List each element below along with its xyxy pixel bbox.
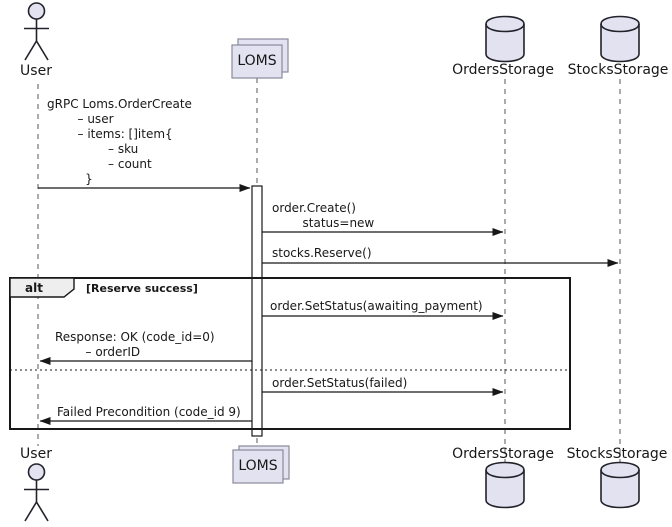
message-failed-precondition: Failed Precondition (code_id 9): [57, 405, 241, 419]
alt-operator-label: alt: [25, 281, 43, 295]
user-label-top: User: [20, 63, 52, 79]
loms-activation-bar: [251, 185, 263, 437]
orders-storage-database-icon: [485, 15, 525, 63]
loms-collections-icon-bottom: [232, 445, 290, 484]
orders-storage-database-icon-bottom: [485, 461, 525, 509]
message-order-create-request: gRPC Loms.OrderCreate – user – items: []…: [47, 97, 192, 186]
alt-condition-label: [Reserve success]: [86, 282, 198, 295]
alt-fragment-frame: [9, 277, 571, 430]
message-order-create-db: order.Create() status=new: [272, 201, 375, 230]
stocks-storage-database-icon-bottom: [600, 461, 640, 509]
message-set-status-awaiting: order.SetStatus(awaiting_payment): [270, 299, 483, 313]
orders-storage-label-top: OrdersStorage: [452, 62, 554, 78]
stocks-storage-database-icon: [600, 15, 640, 63]
message-stocks-reserve: stocks.Reserve(): [272, 246, 372, 260]
orders-storage-label-bottom: OrdersStorage: [452, 446, 554, 462]
user-actor-icon: [24, 2, 49, 61]
message-response-ok: Response: OK (code_id=0) – orderID: [55, 330, 215, 359]
loms-collections-icon: [231, 38, 289, 79]
message-set-status-failed: order.SetStatus(failed): [272, 376, 408, 390]
alt-operator-pentagon: [9, 277, 75, 298]
loms-label-top: LOMS: [237, 53, 277, 69]
user-actor-icon-bottom: [24, 463, 49, 522]
stocks-storage-label-bottom: StocksStorage: [566, 446, 668, 462]
stocks-storage-label-top: StocksStorage: [567, 62, 669, 78]
user-label-bottom: User: [20, 446, 52, 462]
loms-label-bottom: LOMS: [238, 458, 278, 474]
